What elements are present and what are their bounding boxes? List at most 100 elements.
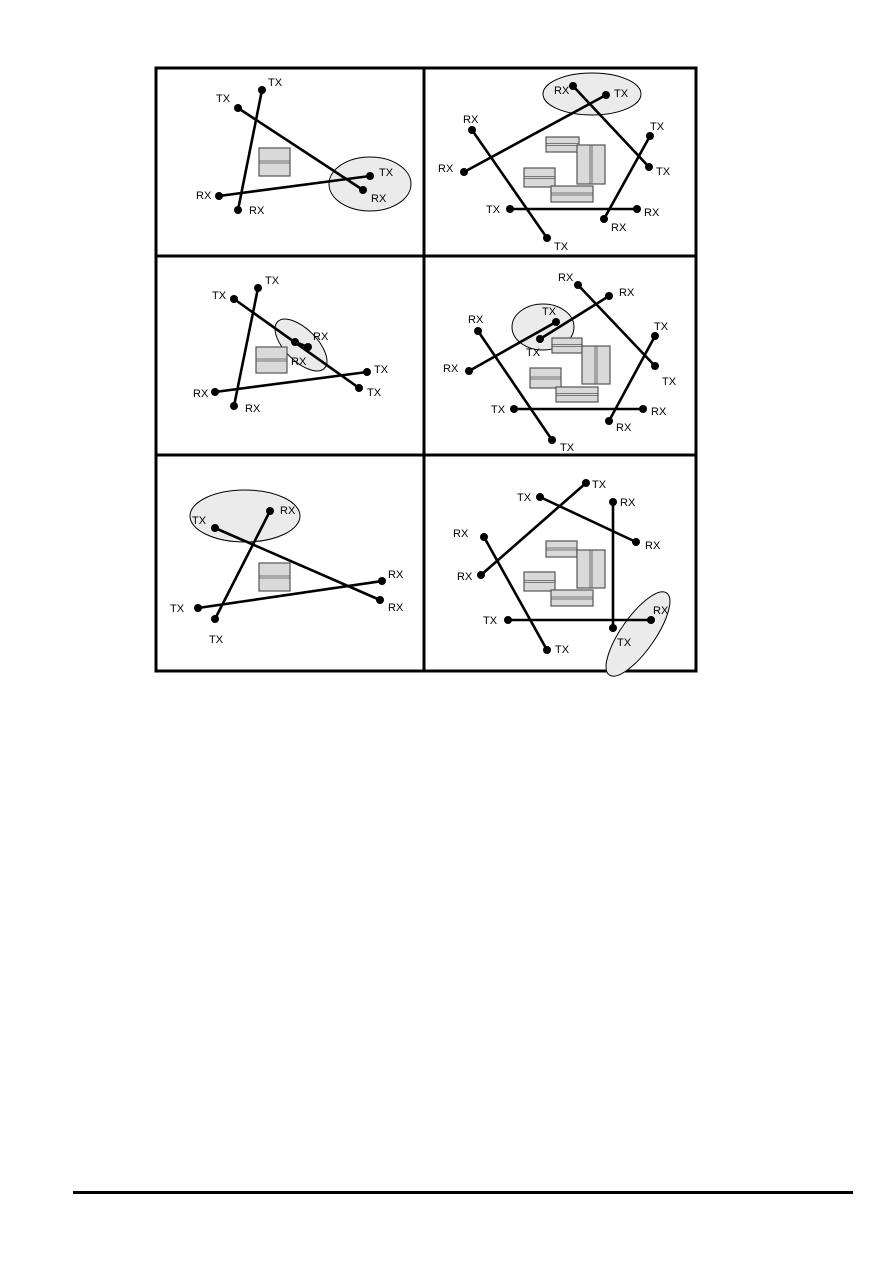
receiver-label: RX (388, 602, 404, 614)
transmitter-label: TX (542, 306, 557, 318)
obstacle-block (550, 589, 594, 607)
obstacle-body (581, 345, 611, 385)
receiver-node (474, 327, 482, 335)
receiver-label: RX (193, 388, 209, 400)
receiver-node (477, 571, 485, 579)
obstacle-block (545, 540, 578, 558)
transmitter-label: TX (555, 644, 570, 656)
transmitter-label: TX (526, 347, 541, 359)
transmitter-node (366, 172, 374, 180)
receiver-node (460, 168, 468, 176)
radio-link (217, 174, 372, 198)
radio-link (196, 579, 384, 610)
obstacle-block (576, 144, 606, 185)
transmitter-label: TX (268, 77, 283, 89)
radio-link (470, 128, 549, 240)
receiver-label: RX (468, 314, 484, 326)
transmitter-node (609, 624, 617, 632)
transmitter-node (506, 205, 514, 213)
transmitter-node (211, 615, 219, 623)
highlighted-zone (605, 591, 671, 677)
transmitter-node (211, 524, 219, 532)
obstacle-block (529, 367, 562, 389)
transmitter-node (194, 604, 202, 612)
receiver-node (647, 616, 655, 624)
transmitter-label: TX (614, 88, 629, 100)
transmitter-label: TX (209, 634, 224, 646)
receiver-label: RX (249, 205, 265, 217)
receiver-label: RX (388, 569, 404, 581)
receiver-label: RX (371, 193, 387, 205)
transmitter-label: TX (491, 404, 506, 416)
transmitter-label: TX (367, 387, 382, 399)
obstacle-block (258, 562, 291, 592)
transmitter-node (552, 318, 560, 326)
transmitter-label: TX (265, 275, 280, 287)
transmitter-node (234, 104, 242, 112)
radio-link (476, 329, 554, 442)
receiver-label: RX (611, 222, 627, 234)
obstacle-block (576, 549, 606, 589)
radio-link (462, 93, 608, 174)
transmitter-node (230, 295, 238, 303)
radio-link (538, 495, 638, 544)
receiver-label: RX (644, 207, 660, 219)
receiver-node (609, 498, 617, 506)
transmitter-node (363, 368, 371, 376)
radio-link (607, 334, 657, 423)
transmitter-label: TX (374, 364, 389, 376)
receiver-node (304, 343, 312, 351)
receiver-node (632, 538, 640, 546)
receiver-label: RX (619, 287, 635, 299)
transmitter-label: TX (554, 241, 569, 253)
radio-link (571, 84, 651, 169)
transmitter-node (651, 362, 659, 370)
receiver-node (633, 205, 641, 213)
radio-link (213, 526, 382, 602)
receiver-label: RX (554, 85, 570, 97)
receiver-node (211, 388, 219, 396)
receiver-label: RX (653, 605, 669, 617)
obstacle-body (545, 136, 580, 153)
receiver-node (605, 417, 613, 425)
receiver-label: RX (620, 497, 636, 509)
figure-frame (154, 66, 698, 673)
receiver-label: RX (453, 528, 469, 540)
radio-link (602, 134, 652, 221)
transmitter-label: TX (379, 167, 394, 179)
transmitter-node (355, 384, 363, 392)
transmitter-node (602, 91, 610, 99)
receiver-node (359, 186, 367, 194)
transmitter-label: TX (650, 121, 665, 133)
scenario-panels: TX RX TX RX RX TX RX TX RX TX RX TX TX RX TX RX TX TX TX RX… (170, 72, 677, 677)
transmitter-node (254, 284, 262, 292)
obstacle-body (258, 147, 291, 177)
obstacle-body (576, 144, 606, 185)
receiver-node (230, 402, 238, 410)
receiver-node (600, 215, 608, 223)
radio-link (538, 294, 611, 341)
transmitter-node (536, 493, 544, 501)
transmitter-label: TX (170, 603, 185, 615)
obstacle-body (255, 346, 288, 374)
obstacle-block (545, 136, 580, 153)
obstacle-block (523, 571, 556, 592)
receiver-label: RX (443, 363, 459, 375)
transmitter-node (504, 616, 512, 624)
receiver-label: RX (280, 505, 296, 517)
highlighted-zone (542, 72, 642, 116)
transmitter-label: TX (662, 376, 677, 388)
receiver-node (569, 82, 577, 90)
transmitter-node (646, 132, 654, 140)
receiver-node (378, 577, 386, 585)
radio-link (482, 535, 549, 652)
transmitter-label: TX (192, 515, 207, 527)
receiver-node (291, 338, 299, 346)
receiver-label: RX (245, 403, 261, 415)
obstacle-body (551, 337, 583, 354)
transmitter-node (645, 163, 653, 171)
